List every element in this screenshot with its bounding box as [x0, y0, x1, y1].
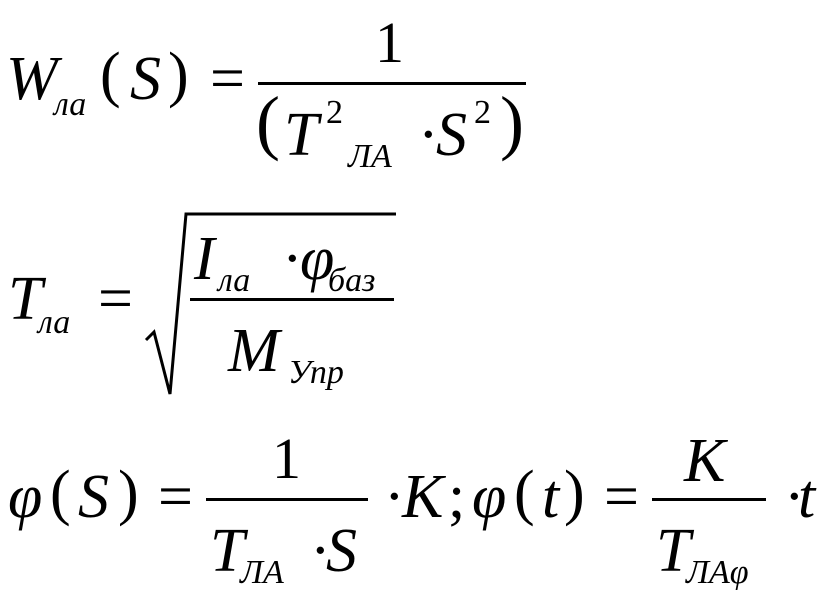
- symbol-t: T: [8, 265, 43, 333]
- symbol-phi: φ: [8, 463, 43, 531]
- symbol-m: M: [228, 317, 280, 385]
- numerator-k: K: [684, 427, 726, 495]
- fraction-bar: [190, 298, 394, 301]
- paren-right: ): [168, 41, 189, 109]
- fraction-bar-1: [206, 498, 368, 501]
- equals-sign-2: =: [604, 463, 639, 531]
- symbol-t-end: t: [798, 463, 816, 531]
- multiply-dot: ·: [384, 463, 405, 531]
- symbol-s: S: [130, 45, 161, 113]
- paren-right: ): [118, 459, 139, 527]
- symbol-t: T: [284, 101, 319, 169]
- multiply-dot: ·: [282, 225, 303, 293]
- subscript-baz: баз: [328, 262, 376, 299]
- fraction-bar-2: [652, 498, 766, 501]
- paren-left-2: (: [514, 459, 535, 527]
- multiply-dot: ·: [418, 101, 439, 169]
- numerator-one: 1: [375, 10, 404, 75]
- equals-sign: =: [158, 463, 193, 531]
- numerator-one: 1: [272, 426, 301, 491]
- subscript-la: ла: [54, 86, 87, 123]
- multiply-dot: ·: [310, 517, 331, 585]
- symbol-w: W: [6, 45, 58, 113]
- semicolon: ;: [448, 463, 466, 531]
- symbol-t-den2: T: [656, 517, 691, 585]
- paren-left: (: [50, 459, 71, 527]
- symbol-s-den: S: [436, 101, 467, 169]
- equals-sign: =: [98, 265, 133, 333]
- den-paren-right: ): [500, 82, 524, 162]
- symbol-t-small: t: [542, 463, 560, 531]
- symbol-t: T: [210, 517, 245, 585]
- subscript-la: ла: [38, 304, 71, 341]
- paren-left: (: [100, 41, 121, 109]
- equals-sign: =: [210, 45, 245, 113]
- symbol-i: I: [194, 225, 215, 293]
- symbol-k: K: [402, 463, 444, 531]
- symbol-s: S: [78, 463, 109, 531]
- subscript-la-caps: ЛА: [348, 138, 392, 175]
- symbol-s-den: S: [326, 517, 357, 585]
- subscript-la-phi: ЛАφ: [686, 554, 749, 591]
- symbol-phi: φ: [300, 225, 335, 293]
- paren-right-2: ): [564, 459, 585, 527]
- sqrt-sign: [144, 212, 396, 395]
- subscript-la-caps: ЛА: [240, 554, 284, 591]
- subscript-upr: Упр: [288, 354, 344, 391]
- multiply-dot-t: ·: [784, 463, 805, 531]
- fraction-bar: [258, 82, 526, 85]
- symbol-phi-2: φ: [472, 463, 507, 531]
- superscript-2-s: 2: [474, 94, 491, 131]
- superscript-2: 2: [326, 94, 343, 131]
- den-paren-left: (: [256, 82, 280, 162]
- subscript-la-i: ла: [218, 262, 251, 299]
